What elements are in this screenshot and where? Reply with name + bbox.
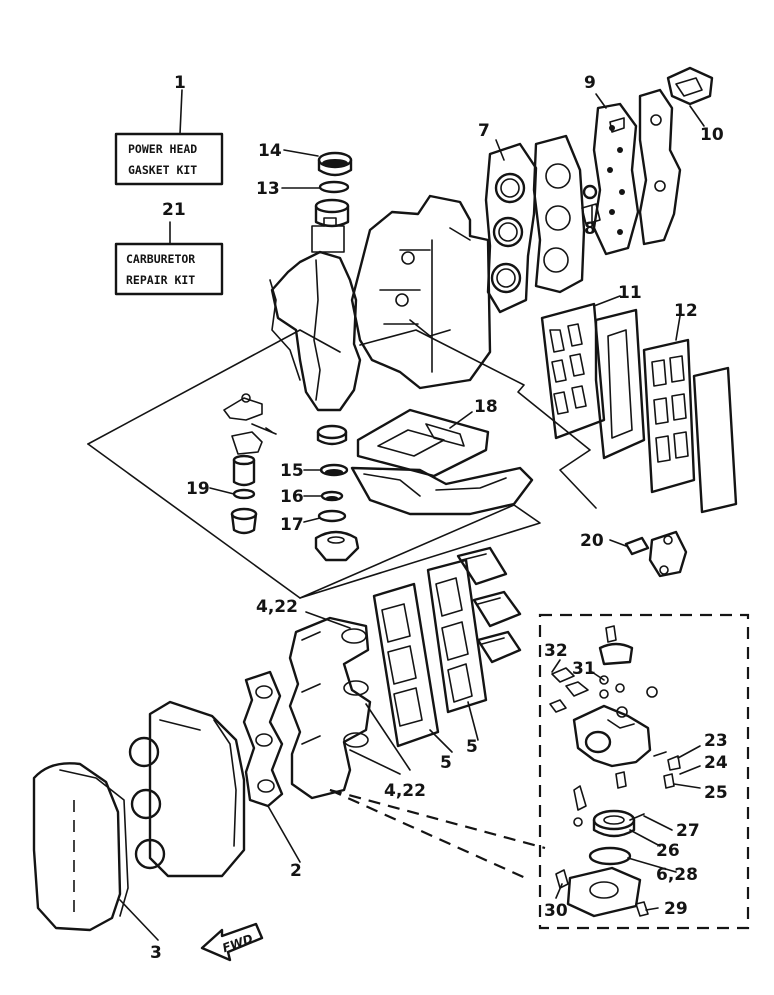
part-number-5-right: 5 — [466, 737, 478, 757]
power-head-kit-line2: GASKET KIT — [128, 163, 197, 177]
part-number-16: 16 — [280, 487, 304, 507]
gasket-6-28 — [588, 846, 632, 866]
part-number-25: 25 — [704, 783, 728, 803]
manifold-gasket-2 — [242, 670, 284, 808]
carburetor-flange — [566, 866, 642, 918]
power-head-gasket-kit-box — [114, 132, 224, 186]
float-bowl-26 — [592, 809, 636, 838]
part-number-6-28: 6,28 — [656, 865, 698, 885]
exhaust-manifold-gasket-12 — [642, 338, 696, 494]
part-number-18: 18 — [474, 397, 498, 417]
part-number-17: 17 — [280, 515, 304, 535]
anode-gasket-20 — [624, 536, 650, 556]
part-number-15: 15 — [280, 461, 304, 481]
head-cover-gasket-9 — [592, 102, 640, 256]
cylinder-head — [532, 134, 586, 294]
part-number-26: 26 — [656, 841, 680, 861]
carburetor-parts — [549, 625, 681, 918]
crankcase-group-outline — [87, 329, 597, 599]
lower-bearing-housing — [314, 530, 360, 562]
part-number-12: 12 — [674, 301, 698, 321]
part-number-1: 1 — [174, 73, 186, 93]
intake-silencer — [128, 700, 246, 878]
leader-lines — [119, 93, 705, 941]
part-number-14: 14 — [258, 141, 282, 161]
part-number-31: 31 — [572, 659, 596, 679]
o-ring-13 — [318, 180, 350, 194]
exhaust-outer-cover — [692, 366, 738, 514]
anode-cover — [648, 530, 688, 578]
carburetor-repair-kit-callout: 21 CARBURETOR REPAIR KIT — [114, 200, 224, 296]
part-number-32: 32 — [544, 641, 568, 661]
intake-gasket-5-front — [372, 582, 440, 748]
crankcase-group-outline-left — [87, 443, 301, 599]
part-number-11: 11 — [618, 283, 642, 303]
bearing-top — [314, 198, 350, 228]
part-number-19: 19 — [186, 479, 210, 499]
part-number-8: 8 — [584, 219, 596, 239]
intake-gasket-5-rear — [426, 558, 488, 714]
carburetor-kit-line2: REPAIR KIT — [126, 273, 195, 287]
oil-seal-15 — [319, 463, 349, 477]
head-gasket-7 — [484, 142, 538, 314]
lower-seal-housing — [316, 424, 348, 446]
part-number-21: 21 — [162, 200, 186, 220]
thermostat-housing-cap — [230, 507, 258, 535]
thermostat-cover-10 — [666, 66, 714, 106]
part-number-labels: 14 13 7 9 10 8 11 12 18 15 16 17 19 20 4… — [150, 73, 728, 963]
exhaust-inner-cover — [594, 308, 646, 460]
part-number-13: 13 — [256, 179, 280, 199]
part-number-10: 10 — [700, 125, 724, 145]
carburetor-group-dashed-box — [538, 613, 750, 930]
reed-valve-assemblies — [456, 546, 522, 664]
carburetor-dashed-leaders — [329, 788, 546, 882]
cylinder-block — [350, 194, 492, 390]
exhaust-manifold-gasket-11 — [540, 302, 606, 440]
exhaust-cover — [350, 466, 534, 516]
part-number-3: 3 — [150, 943, 162, 963]
thermostat-cover — [231, 431, 263, 455]
power-head-gasket-kit-callout: 1 POWER HEAD GASKET KIT — [114, 73, 224, 186]
part-number-29: 29 — [664, 899, 688, 919]
part-number-4-22-top: 4,22 — [256, 597, 298, 617]
carburetor-kit-line1: CARBURETOR — [126, 252, 195, 266]
oil-seal-14 — [317, 151, 353, 177]
thermostat-bracket — [223, 393, 277, 435]
carburetor-repair-kit-box — [114, 242, 224, 296]
head-cover — [638, 88, 682, 246]
part-number-20: 20 — [580, 531, 604, 551]
oil-seal-16 — [320, 490, 344, 502]
fwd-direction-arrow: FWD — [200, 922, 264, 962]
part-number-24: 24 — [704, 753, 728, 773]
part-number-4-22-bottom: 4,22 — [384, 781, 426, 801]
kit-1-leader — [179, 89, 183, 135]
intake-manifold — [288, 616, 372, 800]
head-cover-gasket-8 — [581, 184, 601, 225]
part-number-27: 27 — [676, 821, 700, 841]
silencer-cover-3 — [32, 762, 129, 932]
part-number-9: 9 — [584, 73, 596, 93]
power-head-kit-line1: POWER HEAD — [128, 142, 197, 156]
part-number-23: 23 — [704, 731, 728, 751]
exhaust-cover-gasket-18 — [356, 408, 490, 478]
part-number-2: 2 — [290, 861, 302, 881]
o-ring-19 — [232, 488, 256, 500]
crankshaft-housing — [269, 217, 362, 412]
o-ring-17 — [317, 509, 347, 523]
part-number-5-left: 5 — [440, 753, 452, 773]
part-number-30: 30 — [544, 901, 568, 921]
thermostat — [232, 454, 256, 487]
part-number-7: 7 — [478, 121, 490, 141]
